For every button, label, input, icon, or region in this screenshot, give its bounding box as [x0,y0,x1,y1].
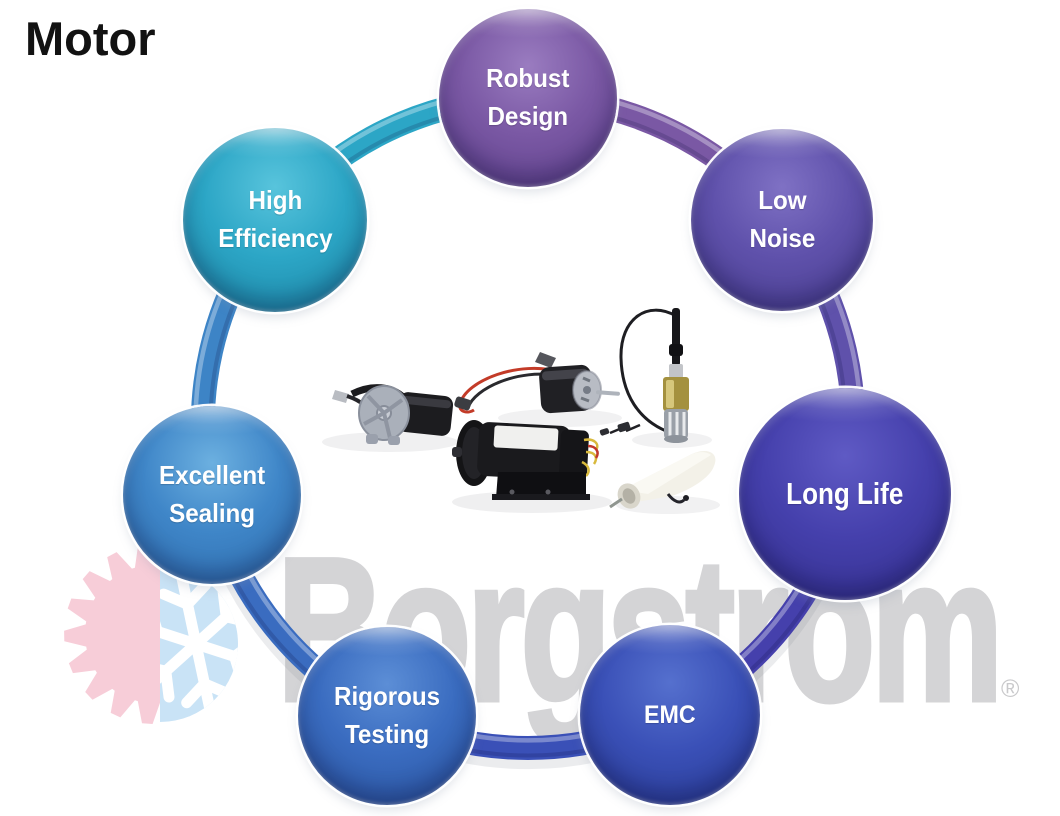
svg-text:®: ® [1001,675,1020,703]
